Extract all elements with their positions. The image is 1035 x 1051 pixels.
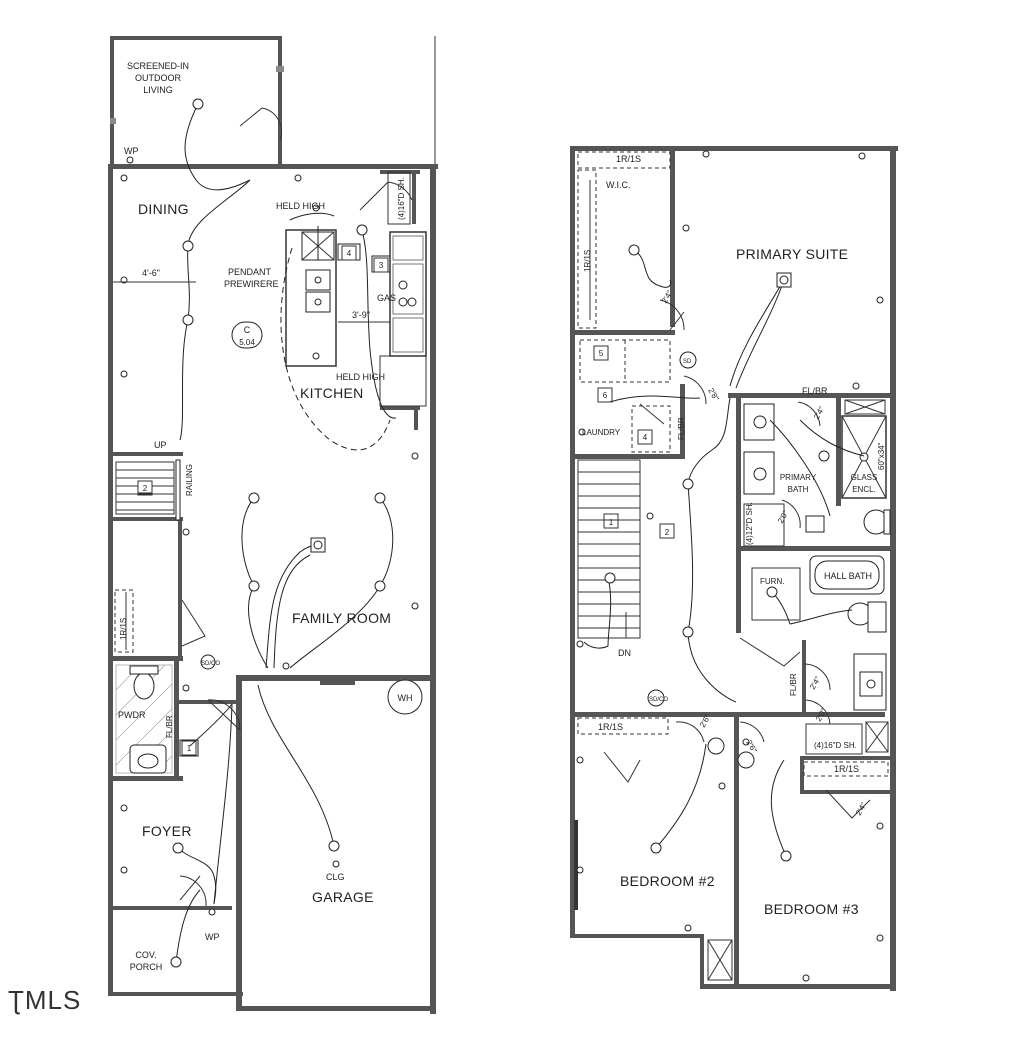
shelf-count-top: (4)16"D SH. [397, 177, 406, 220]
first-floor-shelf-closet [114, 589, 134, 653]
shelf-top-label: 1R/1S [616, 154, 641, 164]
clg-label: CLG [326, 872, 345, 882]
first-floor-plan: SCREENED-IN OUTDOOR LIVING WP DINING HEL… [108, 36, 438, 1014]
svg-text:OUTDOOR: OUTDOOR [135, 73, 181, 83]
kitchen-label: KITCHEN [300, 385, 364, 401]
dim-24-c: 2'4" [808, 675, 823, 691]
laundry-appliances [579, 339, 671, 453]
dn-label: DN [618, 648, 631, 658]
foyer-label: FOYER [142, 823, 192, 839]
family-room-label: FAMILY ROOM [292, 610, 391, 626]
tag-4-first: 4 [347, 249, 352, 258]
bedroom3-label: BEDROOM #3 [764, 901, 859, 917]
second-floor-exterior-walls [570, 146, 898, 991]
kitchen-dimension-label: 3'-9" [352, 310, 370, 320]
sh-bath-label: (4)12"D SH. [745, 502, 754, 545]
wp-label-top: WP [124, 146, 139, 156]
primary-suite-label: PRIMARY SUITE [736, 246, 848, 262]
tag-1-first: 1 [187, 744, 192, 753]
mls-watermark: ƮMLS [8, 985, 82, 1015]
fl-br-hall: FL/BR [789, 673, 798, 696]
shelf-br2-label: 1R/1S [598, 722, 623, 732]
section-ref-letter: C [244, 325, 251, 335]
fl-br-first: FL/BR [165, 715, 174, 738]
railing-label: RAILING [185, 464, 194, 496]
shelf-br3-label: 1R/1S [834, 764, 859, 774]
wh-label: WH [398, 693, 413, 703]
up-label: UP [154, 440, 167, 450]
wp-label-bottom: WP [205, 932, 220, 942]
second-floor-plan: 1R/1S W.I.C. 1R/1S PRIMARY SUITE 2'4" 5 … [570, 146, 898, 991]
held-high-top-label: HELD HIGH [276, 201, 325, 211]
tag-5-second: 5 [599, 349, 604, 358]
powder-room-hatch [115, 664, 199, 774]
tag-3-first: 3 [379, 261, 384, 270]
pendant-label-2: PREWIRERE [224, 279, 279, 289]
pendant-label-1: PENDANT [228, 267, 272, 277]
second-floor-stairs [577, 459, 675, 639]
second-floor-wiring [583, 249, 865, 857]
screened-porch-walls [110, 36, 436, 166]
svg-text:SCREENED-IN: SCREENED-IN [127, 61, 189, 71]
sh-hall-label: (4)16"D SH. [814, 741, 857, 750]
held-high-bottom-label: HELD HIGH [336, 372, 385, 382]
second-floor-shelves [577, 151, 889, 777]
primary-bath-label-2: BATH [788, 485, 809, 494]
tag-1-second: 1 [609, 518, 614, 527]
laundry-label: LAUNDRY [582, 428, 621, 437]
shelf-label-first: 1R/1S [119, 618, 128, 640]
hall-bath-fixtures [743, 503, 889, 755]
wic-label: W.I.C. [606, 180, 631, 190]
tag-2-second: 2 [665, 528, 670, 537]
sd-co-first: SD/CO [201, 661, 220, 667]
dining-label: DINING [138, 201, 189, 217]
garage-label: GARAGE [312, 889, 374, 905]
sd-label: SD [683, 359, 692, 365]
second-floor-light-fixtures [604, 244, 792, 862]
tag-2-first: 2 [143, 484, 148, 493]
shelf-side-label: 1R/1S [583, 250, 592, 272]
primary-bath-label-1: PRIMARY [780, 473, 817, 482]
hall-bath-label: HALL BATH [824, 571, 872, 581]
gas-label: GAS [377, 293, 396, 303]
cov-porch-label-1: COV. [135, 950, 156, 960]
first-floor-exterior-walls [108, 164, 438, 1014]
porch-label: SCREENED-IN OUTDOOR LIVING [127, 61, 189, 95]
dim-28: 2'8" [706, 387, 721, 403]
first-floor-outlets [120, 156, 419, 916]
bedroom2-label: BEDROOM #2 [620, 873, 715, 889]
cov-porch-label-2: PORCH [130, 962, 163, 972]
powder-label: PWDR [118, 710, 146, 720]
second-floor-interior-walls [575, 151, 890, 987]
first-floor-light-fixtures [170, 98, 423, 968]
glass-encl-label-1: GLASS [851, 473, 878, 482]
first-floor-tag-boxes [137, 245, 389, 756]
shower-size-label: 60"x34" [877, 442, 886, 470]
sd-co-second: SD/CO [649, 697, 668, 703]
first-floor-stairs [115, 459, 181, 521]
second-floor-outlets [576, 150, 884, 982]
kitchen-ceiling-dashed-arc [280, 247, 391, 451]
tag-6-second: 6 [603, 391, 608, 400]
tag-4-second: 4 [643, 433, 648, 442]
kitchen-island [231, 171, 427, 407]
dining-dimension-label: 4'-6" [142, 268, 160, 278]
glass-encl-label-2: ENCL. [852, 485, 876, 494]
section-ref-sheet: 5.04 [239, 338, 255, 347]
dim-20-b: 2'0" [814, 707, 829, 723]
svg-text:LIVING: LIVING [143, 85, 173, 95]
fl-br-top: FL/BR [802, 386, 828, 396]
primary-bath-fixtures [743, 399, 891, 535]
fl-br-laundry: FL/BR [677, 417, 686, 440]
furn-label: FURN. [760, 577, 784, 586]
dim-24-b: 2'4" [812, 405, 827, 421]
dim-20-a: 2'0" [776, 509, 791, 525]
